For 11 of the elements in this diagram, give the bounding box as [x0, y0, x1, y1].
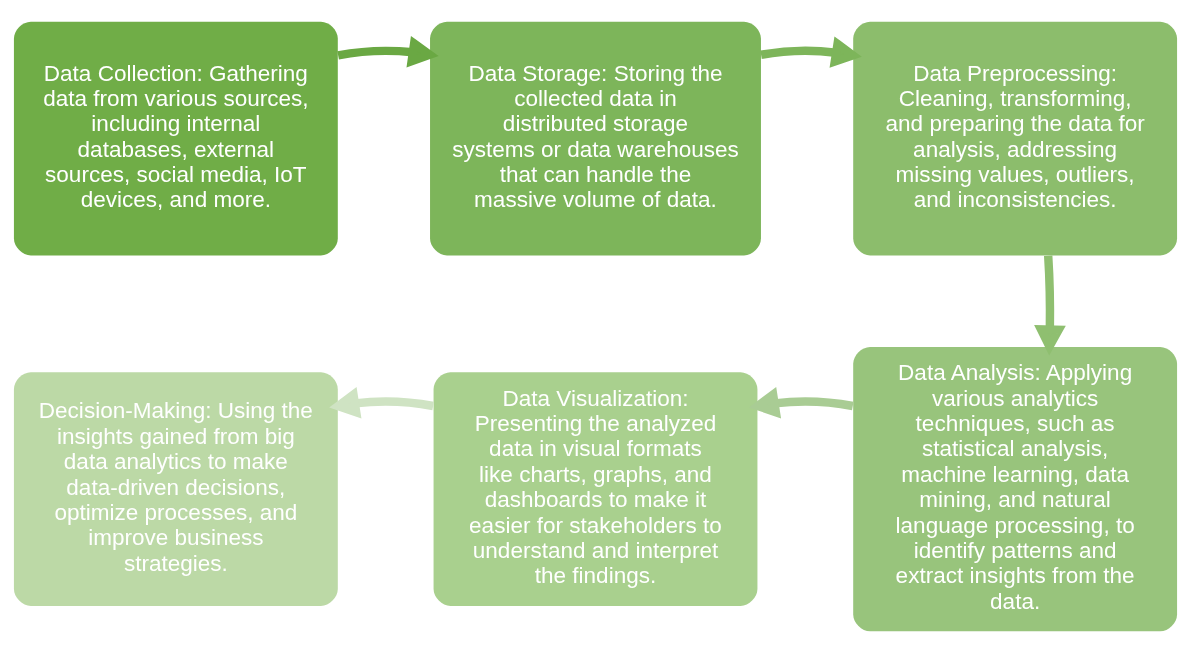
- node-box: Data Visualization: Presenting the analyzed data in visual formats like charts, graphs, and dashboards to make it easier for stakeholders to understand and interpret the findings.: [433, 371, 758, 606]
- node-box: Decision-Making: Using the insights gained from big data analytics to make data-driven decisions, optimize processes, and improve business strategies.: [13, 371, 338, 606]
- arrow: [337, 35, 439, 67]
- node-box: Data Storage: Storing the collected data in distributed storage systems or data warehouses that can handle the massive volume of data.: [430, 21, 761, 255]
- node-box: Data Collection: Gathering data from various sources, including internal databases, external sources, social media, IoT devices, and more.: [13, 21, 338, 255]
- node-box: Data Analysis: Applying various analytics techniques, such as statistical analysis, machine learning, data mining, and natural language processing, to identify patterns and extract insights from the data.: [853, 346, 1178, 631]
- arrow: [329, 386, 434, 418]
- arrow: [748, 386, 854, 418]
- node-box: Data Preprocessing: Cleaning, transforming, and preparing the data for analysis, addressing missing values, outliers, and inconsistencies.: [853, 21, 1178, 255]
- arrow: [760, 35, 862, 68]
- arrow: [1034, 255, 1066, 355]
